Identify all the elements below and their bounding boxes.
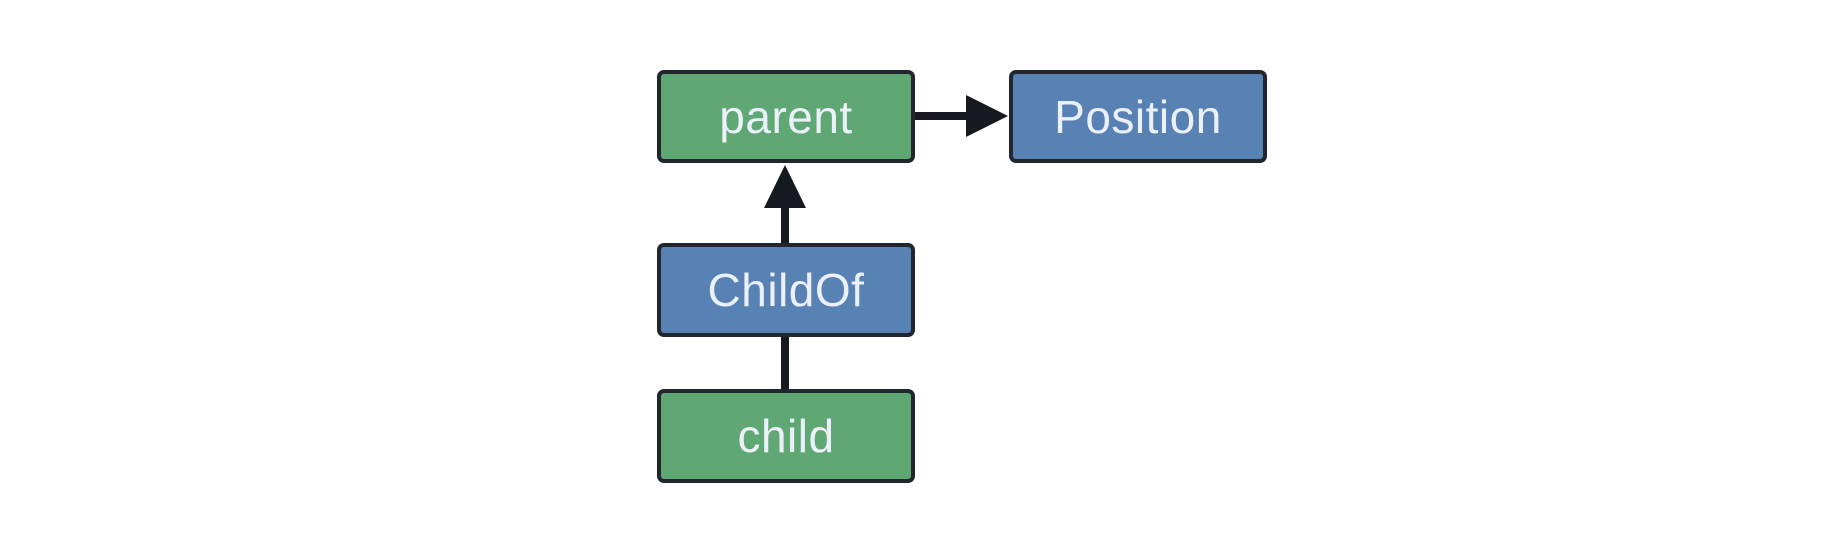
edge-childof-to-parent-arrow <box>764 165 806 246</box>
node-child-label: child <box>737 410 835 462</box>
edge-parent-to-position-arrow <box>913 95 1008 137</box>
node-childof: ChildOf <box>657 243 915 337</box>
node-parent-label: parent <box>719 90 853 143</box>
node-child: child <box>657 389 915 483</box>
node-parent: parent <box>657 70 915 163</box>
node-childof-label: ChildOf <box>707 264 865 316</box>
node-position: Position <box>1009 70 1267 163</box>
node-position-label: Position <box>1054 90 1222 143</box>
edge-child-to-childof-line <box>781 335 789 391</box>
